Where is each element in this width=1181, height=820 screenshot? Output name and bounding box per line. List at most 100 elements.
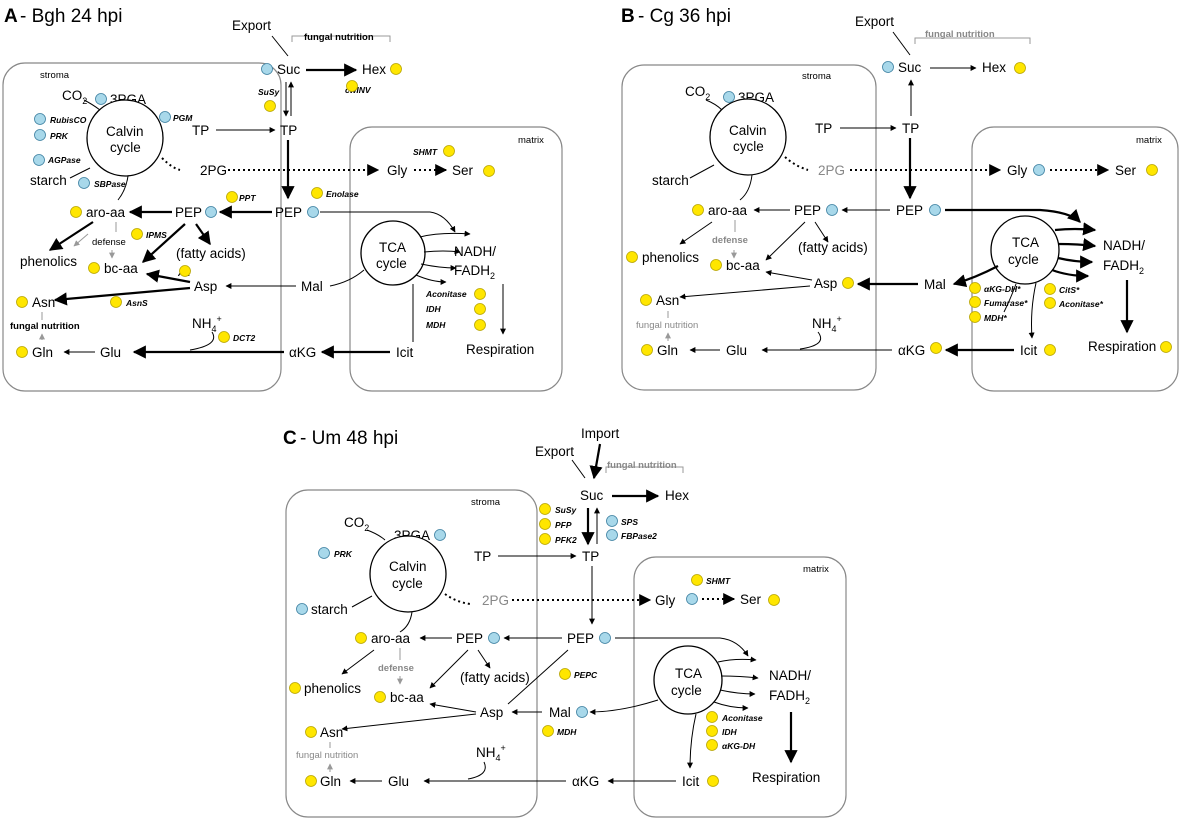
- panel-b-title: - Cg 36 hpi: [638, 6, 731, 27]
- suc-label: Suc: [580, 488, 604, 503]
- stroma-box: [2, 62, 282, 392]
- gln-label: Gln: [320, 774, 341, 789]
- pepc-marker: [559, 668, 571, 680]
- fatty-label: (fatty acids): [798, 240, 868, 255]
- ipms-marker: [131, 228, 143, 240]
- mdh-marker: [542, 725, 554, 737]
- nh4-label: NH4+: [812, 314, 842, 334]
- asp-asn-arrow: [679, 285, 811, 300]
- akg-label: αKG: [572, 774, 599, 789]
- calvin-label-1: Calvin: [729, 123, 767, 138]
- pgm-label: PGM: [173, 113, 193, 123]
- tca-line-b: [1003, 283, 1017, 313]
- starch-marker: [296, 603, 308, 615]
- gln-marker: [305, 775, 317, 787]
- mdh-marker: [969, 311, 981, 323]
- fbpase2-marker: [606, 529, 618, 541]
- asn-marker: [305, 726, 317, 738]
- susy-marker: [539, 503, 551, 515]
- asn-marker: [640, 294, 652, 306]
- gln-marker: [16, 346, 28, 358]
- tca-mal-arrow: [589, 699, 659, 715]
- shmt-marker: [443, 145, 455, 157]
- resp-marker: [1160, 341, 1172, 353]
- suc-marker: [882, 61, 894, 73]
- aroaa-marker: [70, 206, 82, 218]
- agpase-label: AGPase: [47, 155, 81, 165]
- aro-phenolics-arrow: [341, 649, 375, 675]
- idh-label: IDH: [426, 304, 442, 314]
- fungal-nutrition-label: fungal nutrition: [925, 29, 995, 40]
- asp-label: Asp: [194, 279, 217, 294]
- shmt-marker: [691, 574, 703, 586]
- akgdh-label: αKG-DH: [722, 741, 756, 751]
- 2pg-label: 2PG: [482, 593, 509, 608]
- ser-marker: [768, 594, 780, 606]
- akgdh-label: αKG-DH*: [984, 284, 1021, 294]
- shmt-label: SHMT: [413, 147, 438, 157]
- pgm-marker: [159, 111, 171, 123]
- icit-label: Icit: [682, 774, 700, 789]
- mal-label: Mal: [924, 277, 946, 292]
- glu-label: Glu: [388, 774, 409, 789]
- tp2-label: TP: [280, 123, 297, 138]
- sbpase-marker: [78, 177, 90, 189]
- panel-a-title: - Bgh 24 hpi: [20, 6, 122, 27]
- starch-label: starch: [311, 602, 348, 617]
- hex-label: Hex: [982, 60, 1006, 75]
- dct2-label: DCT2: [233, 333, 255, 343]
- matrix-box: [971, 126, 1179, 392]
- pep2-label: PEP: [896, 203, 923, 218]
- akg-label: αKG: [898, 343, 925, 358]
- resp-label: Respiration: [1088, 339, 1156, 354]
- asn-marker: [16, 296, 28, 308]
- mal-label: Mal: [301, 279, 323, 294]
- panel-c-letter: C: [283, 428, 297, 449]
- fungal-nutrition-label: fungal nutrition: [304, 32, 374, 43]
- tca-nadh-arrow-4: [1051, 268, 1090, 283]
- nadh-label-1: NADH/: [769, 668, 811, 683]
- phenolics-marker: [626, 251, 638, 263]
- sbpase-label: SBPase: [94, 179, 126, 189]
- enolase-label: Enolase: [326, 189, 359, 199]
- starch-line: [689, 164, 715, 179]
- export-label: Export: [855, 14, 894, 29]
- aroaa-label: aro-aa: [708, 203, 748, 218]
- tca-label-1: TCA: [1012, 235, 1039, 250]
- stroma-label: stroma: [40, 70, 70, 81]
- pfp-marker: [539, 518, 551, 530]
- tca-nadh-arrow-1: [419, 230, 471, 238]
- tca-nadh-arrow-2: [720, 674, 759, 681]
- panel-b-letter: B: [621, 6, 635, 27]
- nadh-label-1: NADH/: [454, 244, 496, 259]
- tca-cycle: [990, 215, 1060, 285]
- mal-tca-line: [329, 269, 365, 287]
- panel-c: C - Um 48 hpi stroma matrix Import Expor…: [283, 426, 847, 818]
- suc-marker: [261, 63, 273, 75]
- hex-label: Hex: [665, 488, 689, 503]
- icit-marker: [1044, 344, 1056, 356]
- nadh-label-2: FADH2: [769, 688, 810, 706]
- pep2-label: PEP: [567, 631, 594, 646]
- gln-label: Gln: [657, 343, 678, 358]
- mdh-label: MDH: [557, 727, 577, 737]
- tca-label-2: cycle: [1008, 252, 1039, 267]
- nadh-label-2: FADH2: [454, 263, 495, 281]
- glu-label: Glu: [100, 345, 121, 360]
- import-arrow: [589, 443, 603, 480]
- tca-nadh-arrow-1: [717, 656, 757, 663]
- panel-a: A - Bgh 24 hpi stroma matrix Export fung…: [2, 6, 563, 392]
- tca-icit-arrow: [1028, 282, 1037, 339]
- export-line: [571, 459, 586, 479]
- fungal-nutrition-bracket: [291, 35, 391, 42]
- fungal-nutrition-bracket: [605, 466, 684, 473]
- pfk2-marker: [539, 533, 551, 545]
- calvin-2pg-dotted: [161, 157, 181, 171]
- prk-marker: [318, 547, 330, 559]
- tca-icit-arrow: [687, 713, 697, 769]
- tca-label-2: cycle: [376, 256, 407, 271]
- export-label: Export: [535, 444, 574, 459]
- 2pg-label: 2PG: [818, 163, 845, 178]
- import-label: Import: [581, 426, 620, 441]
- starch-label: starch: [652, 173, 689, 188]
